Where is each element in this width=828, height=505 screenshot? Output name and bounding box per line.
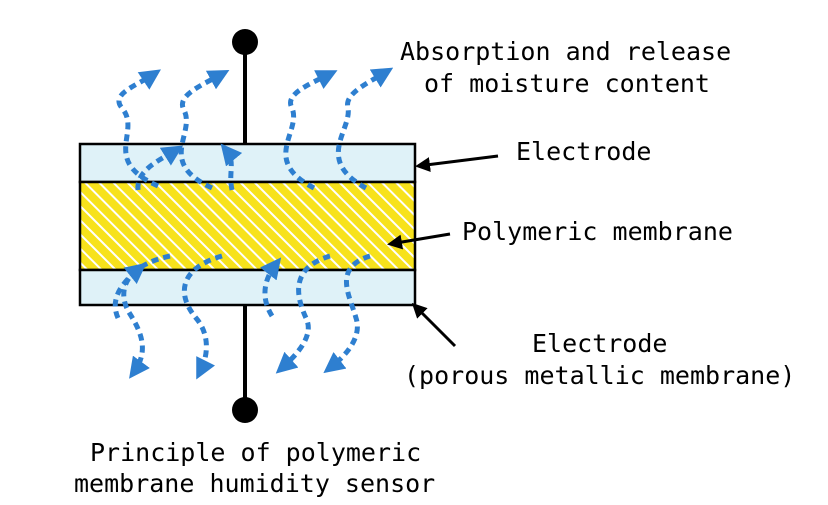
pointer-arrow-icon [387,232,451,250]
caption-line2: membrane humidity sensor [74,469,435,498]
pointer-arrow-icon [411,302,457,348]
top-electrode-layer [78,142,417,184]
terminal-dot-icon [232,397,258,423]
dashed-curved-arrow-icon [220,143,243,191]
dashed-curved-arrow-icon [121,253,171,379]
moisture-label-line2: of moisture content [424,69,710,98]
dashed-curved-arrow-icon [283,70,338,191]
dashed-curved-arrow-icon [335,67,394,191]
bottom-moisture-arrows [112,253,371,380]
moisture-label-line1: Absorption and release [400,37,731,66]
dashed-curved-arrow-icon [135,145,184,191]
dashed-curved-arrow-icon [112,262,147,320]
dashed-curved-arrow-icon [259,257,282,318]
dashed-curved-arrow-icon [275,253,331,374]
dashed-curved-arrow-icon [178,69,230,191]
dashed-curved-arrow-icon [323,253,371,374]
caption-line1: Principle of polymeric [90,438,421,467]
bottom-electrode-label-line1: Electrode [532,329,667,358]
bottom-electrode-label-line2: (porous metallic membrane) [404,361,795,390]
dashed-curved-arrow-icon [181,253,223,380]
bottom-electrode-layer [78,268,417,307]
terminal-dot-icon [232,29,258,55]
dashed-curved-arrow-icon [116,69,161,189]
top-moisture-arrows [116,67,394,191]
polymeric-membrane-layer [78,180,417,272]
top-electrode-label: Electrode [516,137,651,166]
membrane-label: Polymeric membrane [462,217,733,246]
pointer-arrow-icon [415,154,499,172]
